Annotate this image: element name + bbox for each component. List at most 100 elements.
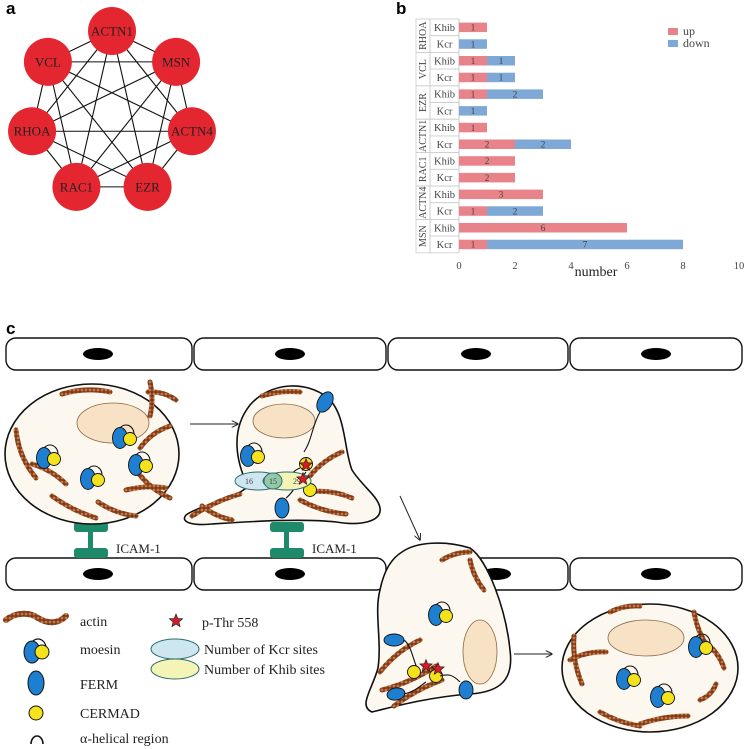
row-label: Kcr: [437, 207, 453, 218]
group-label-actn4: ACTN4: [418, 187, 429, 219]
legend-ferm: FERM: [80, 678, 119, 693]
actin-filament: [567, 649, 609, 663]
chart-legend: up down: [668, 24, 710, 50]
network-node-vcl: VCL: [23, 37, 72, 86]
bar-up: [459, 206, 487, 216]
helical-linker: [303, 411, 321, 453]
x-tick-label: 0: [456, 261, 461, 272]
bar-up-value: 1: [471, 24, 476, 34]
bar-down-value: 2: [513, 207, 518, 217]
ferm-domain: [386, 687, 406, 701]
helical-linker: [439, 674, 461, 683]
legend-khib-ellipse-icon: [150, 658, 200, 680]
p-thr558-star: [431, 661, 445, 675]
bar-up-value: 2: [485, 174, 490, 184]
actin-filament: [123, 484, 169, 493]
row-label: Kcr: [437, 106, 453, 117]
actin-filament: [59, 387, 113, 397]
bar-up-value: 1: [471, 207, 476, 217]
ferm-domain: [383, 633, 405, 647]
khib-only-count: 29: [293, 477, 301, 486]
network-edge: [75, 30, 113, 188]
moesin-molecule: [128, 451, 153, 476]
legend-label-up: up: [683, 24, 695, 38]
p-thr558-star: [296, 471, 310, 485]
panel-label-b: b: [396, 0, 406, 18]
bar-down: [487, 72, 515, 83]
bar-up: [459, 156, 515, 166]
actin-filament: [607, 603, 643, 615]
bar-down-value: 1: [471, 40, 476, 50]
actin-filament: [137, 423, 173, 451]
row-label: Khib: [434, 56, 455, 67]
bar-up: [459, 22, 487, 33]
kcr-only-count: 16: [245, 477, 253, 486]
p-thr558-star: [299, 457, 313, 471]
bar-down: [487, 239, 683, 250]
row-label: Kcr: [437, 73, 453, 84]
x-tick-label: 8: [680, 261, 685, 272]
actin-filament: [13, 427, 39, 481]
bar-down-value: 1: [499, 74, 504, 84]
helical-linker: [403, 681, 427, 695]
endothelial-row-bottom: [5, 557, 743, 591]
actin-filament: [467, 557, 487, 593]
bar-up: [459, 72, 487, 83]
network-node-actn4: ACTN4: [167, 107, 216, 156]
moesin-molecule: [688, 633, 713, 658]
network-node-label: RAC1: [60, 179, 93, 194]
actin-filament: [189, 491, 243, 519]
x-axis-label: number: [575, 265, 618, 280]
network-node-label: VCL: [35, 54, 61, 69]
bar-down: [487, 56, 515, 66]
actin-filament: [379, 663, 439, 693]
cermad-domain: [407, 665, 421, 679]
x-tick-label: 6: [624, 261, 629, 272]
moesin-molecule: [616, 665, 641, 690]
network-edge: [47, 61, 193, 132]
actin-filament: [29, 461, 69, 487]
bar-up: [459, 89, 487, 99]
moesin-molecule: [428, 601, 453, 626]
network-edge: [31, 61, 177, 132]
row-label: Khib: [434, 23, 455, 34]
bar-down-value: 2: [513, 90, 518, 100]
leukocyte-transmigrating: [365, 542, 512, 713]
row-label: Khib: [434, 90, 455, 101]
network-node-rhoa: RHOA: [8, 107, 57, 156]
x-tick-label: 10: [734, 261, 745, 272]
bar-up: [459, 56, 487, 66]
bar-down: [459, 39, 487, 49]
actin-filament: [439, 549, 473, 563]
network-edge: [111, 30, 149, 188]
actin-filament: [597, 709, 643, 729]
group-label-vcl: VCL: [418, 59, 429, 79]
network-edge: [47, 61, 149, 188]
actin-filament: [199, 503, 235, 523]
legend-helical: α-helical region: [80, 732, 169, 747]
legend-ferm-icon: [27, 670, 45, 696]
bar-up-value: 1: [471, 74, 476, 84]
bar-up-value: 1: [471, 90, 476, 100]
bar-up: [459, 223, 627, 233]
legend-cermad: CERMAD: [80, 707, 140, 722]
leukocyte-round-final: [561, 603, 739, 733]
legend-actin-icon: [3, 610, 69, 626]
bar-up: [459, 122, 487, 133]
network-node-label: ACTN4: [171, 124, 213, 139]
actin-filament: [297, 497, 349, 517]
actin-filament: [95, 499, 139, 519]
row-label: Khib: [434, 156, 455, 167]
endothelial-row-top: [5, 337, 743, 371]
actin-filament: [377, 637, 423, 675]
legend-pthr: p-Thr 558: [202, 616, 258, 631]
bar-up: [459, 239, 487, 250]
legend-moesin: moesin: [80, 643, 120, 658]
site-count-venn: 16 15 29: [234, 471, 312, 491]
p-thr558-star: [419, 658, 433, 672]
row-label: Kcr: [437, 173, 453, 184]
bar-up-value: 2: [485, 157, 490, 167]
legend-moesin-icon: [23, 638, 50, 664]
